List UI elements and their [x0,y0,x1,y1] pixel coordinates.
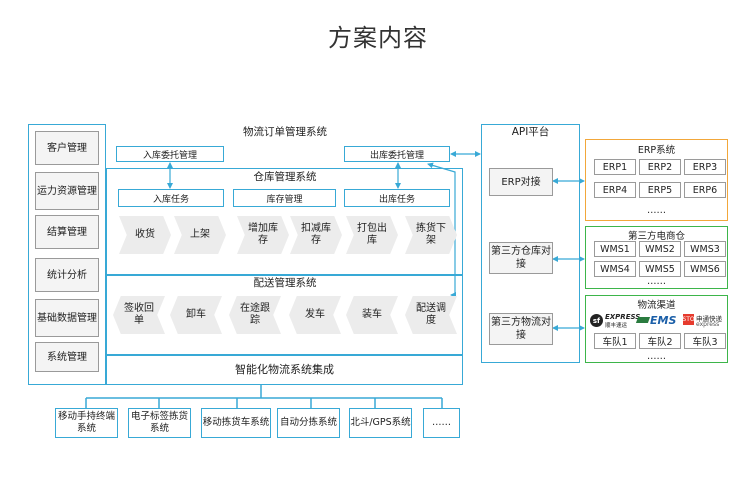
left-menu-item[interactable]: 运力资源管理 [35,172,99,210]
api-title: API平台 [511,126,550,139]
tms-step: 发车 [289,296,341,334]
wms-ext-title: 第三方电商仓 [627,231,685,242]
wms-task[interactable]: 库存管理 [233,189,336,207]
tms-panel [106,275,463,355]
logistics-cell: 车队2 [639,333,681,349]
wms-ext-cell: WMS4 [594,261,636,277]
wms-step: 扣减库存 [290,216,342,254]
logistics-more: …… [647,351,666,362]
erp-cell: ERP1 [594,159,636,175]
tms-step: 装车 [346,296,398,334]
erp-more: …… [647,205,666,216]
device-box[interactable]: 移动手持终端系统 [55,408,118,438]
device-box[interactable]: 电子标签拣货系统 [128,408,191,438]
tms-step: 卸车 [170,296,222,334]
page-title: 方案内容 [328,24,428,52]
wms-step: 上架 [174,216,226,254]
wms-title: 仓库管理系统 [253,171,317,184]
ems-logo: EMS [635,314,679,328]
integration-panel [106,355,463,385]
left-menu-item[interactable]: 统计分析 [35,258,99,292]
erp-cell: ERP4 [594,182,636,198]
erp-cell: ERP2 [639,159,681,175]
api-item[interactable]: ERP对接 [489,168,553,196]
erp-panel [585,139,728,221]
tms-step: 在途跟踪 [229,296,281,334]
wms-panel [106,168,463,275]
device-box[interactable]: 自动分拣系统 [277,408,340,438]
left-menu-item[interactable]: 基础数据管理 [35,299,99,337]
tms-title: 配送管理系统 [253,277,317,290]
wms-ext-cell: WMS5 [639,261,681,277]
sf-express-sub: 顺丰速运 [605,323,628,329]
logistics-title: 物流渠道 [637,300,676,311]
wms-step: 增加库存 [237,216,289,254]
wms-ext-cell: WMS2 [639,241,681,257]
left-menu-item[interactable]: 结算管理 [35,215,99,249]
wms-step: 打包出库 [346,216,398,254]
sto-express-text: 申通快递 [696,315,722,323]
wms-ext-more: …… [647,276,666,287]
logistics-panel [585,295,728,363]
erp-title: ERP系统 [637,145,676,156]
wms-step: 拣货下架 [405,216,457,254]
device-box[interactable]: 移动拣货车系统 [201,408,271,438]
wms-task[interactable]: 出库任务 [344,189,450,207]
oms-outbound[interactable]: 出库委托管理 [344,146,450,162]
sf-express-logo: sf EXPRESS 顺丰速运 [590,313,640,329]
oms-inbound[interactable]: 入库委托管理 [116,146,224,162]
erp-cell: ERP3 [684,159,726,175]
wms-ext-cell: WMS1 [594,241,636,257]
erp-cell: ERP5 [639,182,681,198]
sto-express-logo: STO 申通快递 express [682,314,722,328]
device-bus [85,385,443,408]
left-menu-item[interactable]: 系统管理 [35,342,99,372]
wms-ext-cell: WMS3 [684,241,726,257]
logistics-cell: 车队3 [684,333,726,349]
wms-ext-panel [585,226,728,289]
oms-title: 物流订单管理系统 [243,126,327,139]
sto-express-sub: express [696,321,720,328]
tms-step: 配送调度 [405,296,457,334]
integration-title: 智能化物流系统集成 [235,363,334,377]
tms-step: 签收回单 [113,296,165,334]
left-menu-item[interactable]: 客户管理 [35,131,99,165]
logistics-cell: 车队1 [594,333,636,349]
erp-cell: ERP6 [684,182,726,198]
wms-ext-cell: WMS6 [684,261,726,277]
api-item[interactable]: 第三方物流对接 [489,313,553,345]
wms-task[interactable]: 入库任务 [118,189,224,207]
wms-step: 收货 [119,216,171,254]
device-box[interactable]: …… [423,408,460,438]
left-menu-panel [28,124,106,385]
ems-text: EMS [650,314,677,327]
api-item[interactable]: 第三方仓库对接 [489,242,553,274]
sf-express-text: EXPRESS [605,313,641,321]
device-box[interactable]: 北斗/GPS系统 [349,408,412,438]
